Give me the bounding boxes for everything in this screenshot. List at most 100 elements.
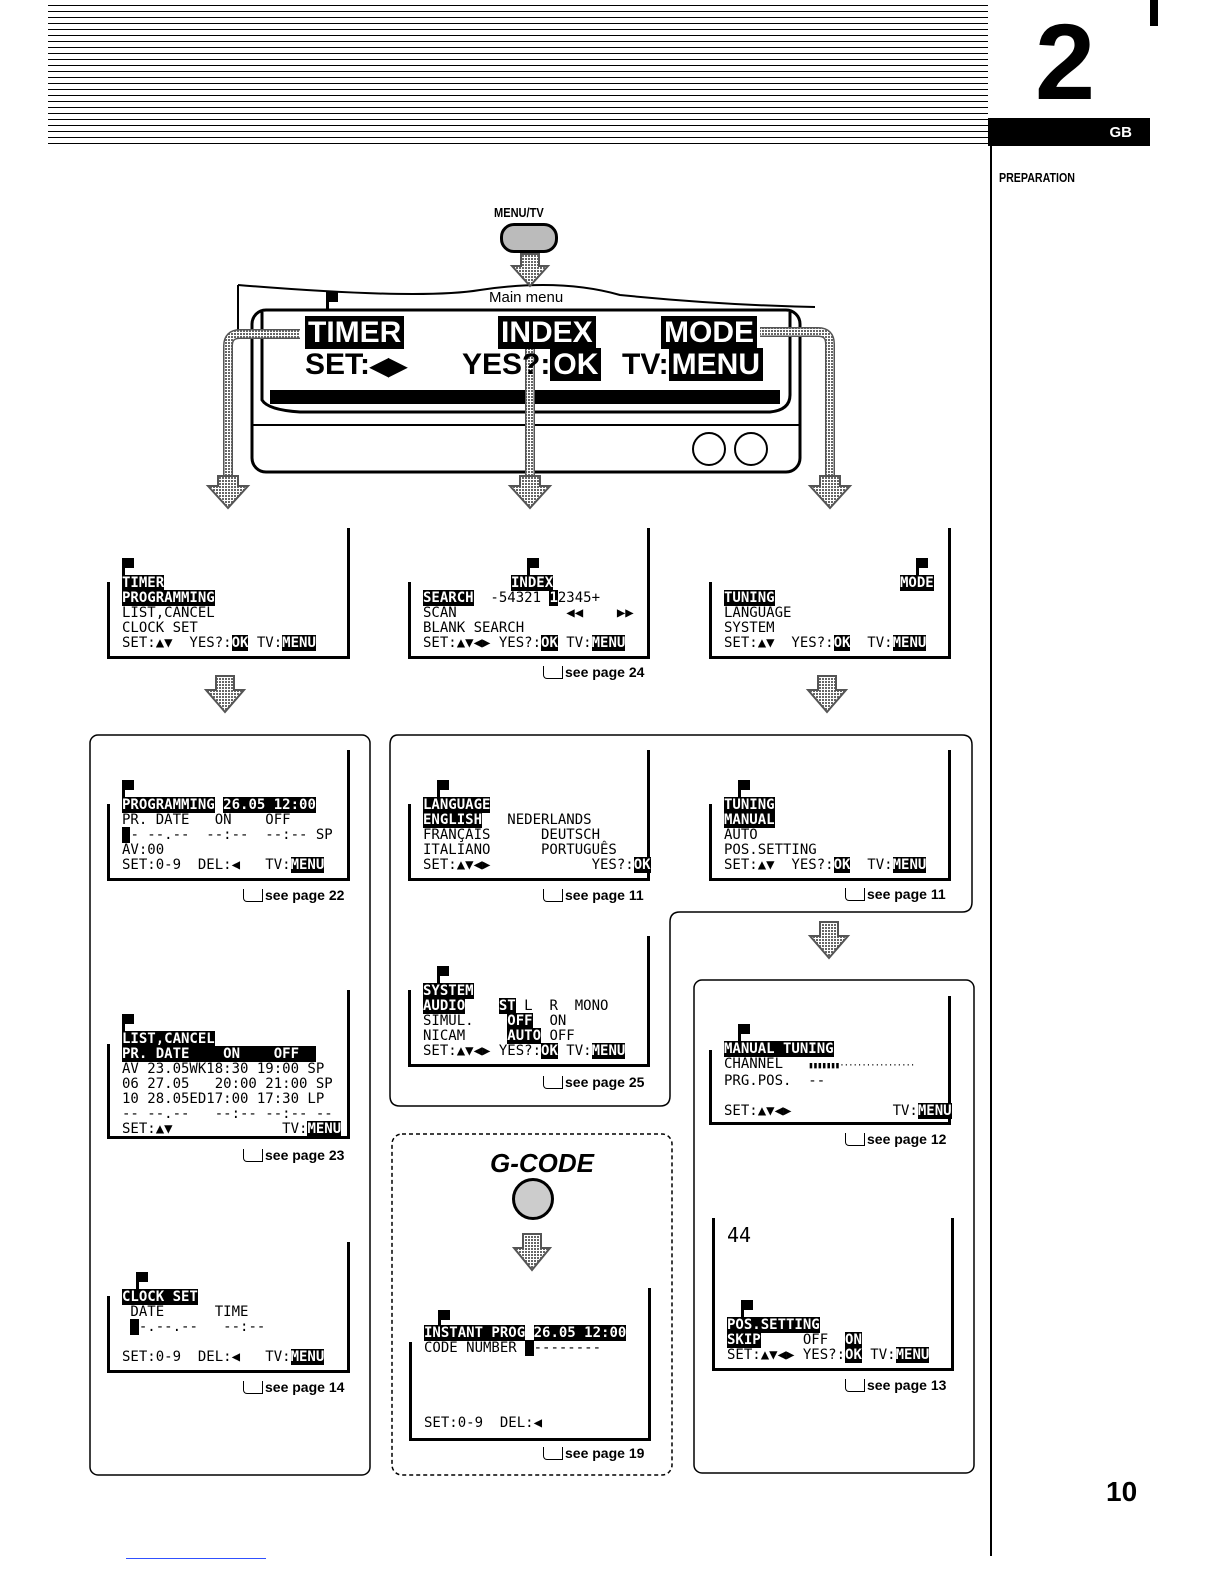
language-nederlands[interactable]: NEDERLANDS xyxy=(482,812,592,828)
skip-item[interactable]: SKIP xyxy=(727,1332,761,1348)
see-page-19[interactable]: see page 19 xyxy=(543,1445,644,1461)
see-page-11b[interactable]: see page 11 xyxy=(845,886,946,902)
gcode-label: G-CODE xyxy=(490,1148,594,1178)
list-cancel-title: LIST,CANCEL xyxy=(122,1031,215,1047)
pointing-hand-icon xyxy=(543,1447,563,1460)
menu-tv-button[interactable] xyxy=(500,223,558,253)
menu-key: MENU xyxy=(282,635,316,651)
menu-key: MENU xyxy=(290,1349,325,1365)
language-screen: LANGUAGE ENGLISH NEDERLANDS FRANÇAIS DEU… xyxy=(408,750,651,881)
timer-item-programming[interactable]: PROGRAMMING xyxy=(122,590,215,606)
see-page-23[interactable]: see page 23 xyxy=(243,1147,344,1163)
mode-osd: TUNING LANGUAGE SYSTEM SET:▲▼ YES?:OK TV… xyxy=(724,590,927,651)
system-audio[interactable]: AUDIO xyxy=(423,998,466,1014)
timer-item-clock-set[interactable]: CLOCK SET xyxy=(122,620,198,636)
timer-item-list-cancel[interactable]: LIST,CANCEL xyxy=(122,605,215,621)
language-english[interactable]: ENGLISH xyxy=(423,812,483,828)
tv-mode[interactable]: MODE xyxy=(661,316,757,349)
code-number-label: CODE NUMBER xyxy=(424,1340,526,1356)
channel-bar[interactable]: ▮▮▮▮▮▮▮················· xyxy=(808,1061,915,1071)
mode-item-language[interactable]: LANGUAGE xyxy=(724,605,792,621)
tuning-auto[interactable]: AUTO xyxy=(724,827,758,843)
tv-set-label: SET: xyxy=(305,348,371,381)
table-row[interactable]: 10 28.05ED17:00 17:30 LP xyxy=(122,1091,325,1107)
system-nicam[interactable]: NICAM xyxy=(423,1028,508,1044)
tv-osd: TIMER xyxy=(305,316,405,349)
pos-setting-osd: POS.SETTING SKIP OFF ON SET:▲▼◀▶ YES?:OK… xyxy=(727,1317,930,1363)
index-osd: SEARCH -54321 12345+ SCAN ◀◀ ▶▶ BLANK SE… xyxy=(423,590,634,651)
flag-icon xyxy=(122,558,134,576)
mode-screen: MODE TUNING LANGUAGE SYSTEM SET:▲▼ YES?:… xyxy=(709,528,951,659)
clock-set-values[interactable]: -.--.-- --:-- xyxy=(138,1319,266,1335)
footer-line xyxy=(126,1558,266,1559)
tv-key-label: TV: xyxy=(557,1043,592,1059)
ok-key: OK xyxy=(845,1347,862,1363)
list-cancel-header: PR. DATE ON OFF xyxy=(122,1046,316,1062)
pointing-hand-icon xyxy=(243,1381,263,1394)
prg-pos[interactable]: PRG.POS. -- xyxy=(724,1073,826,1089)
gcode-button[interactable] xyxy=(512,1178,554,1220)
language-row[interactable]: ITALIANO PORTUGUÊS xyxy=(423,842,617,858)
mode-title-wrap: MODE xyxy=(900,575,934,591)
table-row[interactable]: -- --.-- --:-- --:-- -- xyxy=(122,1106,333,1122)
see-text: see page 13 xyxy=(867,1377,947,1393)
tv-yes-label: YES?: xyxy=(462,348,551,381)
index-item-search[interactable]: SEARCH xyxy=(423,590,474,606)
tv-timer[interactable]: TIMER xyxy=(305,316,405,349)
tv-ok[interactable]: OK xyxy=(550,348,602,381)
language-osd: LANGUAGE ENGLISH NEDERLANDS FRANÇAIS DEU… xyxy=(423,797,651,873)
instant-footer: SET:0-9 DEL:◀ xyxy=(424,1415,543,1431)
position-number: 44 xyxy=(727,1223,752,1247)
system-simul[interactable]: SIMUL. xyxy=(423,1013,508,1029)
audio-st[interactable]: ST xyxy=(498,998,516,1014)
timer-osd: TIMER PROGRAMMING LIST,CANCEL CLOCK SET … xyxy=(122,575,316,651)
tv-index[interactable]: INDEX xyxy=(498,316,596,349)
nicam-off[interactable]: OFF xyxy=(541,1028,575,1044)
header-stripes xyxy=(48,0,988,148)
code-number-field[interactable]: -------- xyxy=(533,1340,602,1356)
pointing-hand-icon xyxy=(845,888,865,901)
see-page-11[interactable]: see page 11 xyxy=(543,887,644,903)
see-page-13[interactable]: see page 13 xyxy=(845,1377,946,1393)
audio-options[interactable]: L R MONO xyxy=(515,998,609,1014)
see-page-14[interactable]: see page 14 xyxy=(243,1379,344,1395)
pointing-hand-icon xyxy=(845,1379,865,1392)
list-cancel-footer: SET:▲▼ TV: xyxy=(122,1121,308,1137)
see-page-24[interactable]: see page 24 xyxy=(543,664,644,680)
cursor: 1 xyxy=(549,590,558,606)
mode-item-tuning[interactable]: TUNING xyxy=(724,590,775,606)
tv-menu[interactable]: MENU xyxy=(668,348,764,381)
index-footer: SET:▲▼◀▶ YES?: xyxy=(423,635,542,651)
pointing-hand-icon xyxy=(543,1076,563,1089)
simul-on[interactable]: ON xyxy=(532,1013,567,1029)
table-row[interactable]: 06 27.05 20:00 21:00 SP xyxy=(122,1076,333,1092)
nicam-auto[interactable]: AUTO xyxy=(507,1028,542,1044)
pointing-hand-icon xyxy=(845,1133,865,1146)
see-page-25[interactable]: see page 25 xyxy=(543,1074,644,1090)
skip-on[interactable]: ON xyxy=(845,1332,862,1348)
see-page-22[interactable]: see page 22 xyxy=(243,887,344,903)
menu-key: MENU xyxy=(895,1347,930,1363)
index-item-blank-search[interactable]: BLANK SEARCH xyxy=(423,620,525,636)
pointing-hand-icon xyxy=(243,1149,263,1162)
cursor xyxy=(130,1319,139,1335)
programming-row[interactable]: - --.-- --:-- --:-- SP xyxy=(130,827,333,843)
table-row[interactable]: AV 23.05WK18:30 19:00 SP xyxy=(122,1061,325,1077)
ok-key: OK xyxy=(633,857,651,873)
skip-off[interactable]: OFF xyxy=(760,1332,846,1348)
programming-footer: SET:0-9 DEL:◀ TV: xyxy=(122,857,291,873)
tuning-pos-setting[interactable]: POS.SETTING xyxy=(724,842,817,858)
tv-arrows: ◀▶ xyxy=(370,353,407,380)
menu-key: MENU xyxy=(591,635,626,651)
tuning-manual[interactable]: MANUAL xyxy=(724,812,775,828)
tuning-footer: SET:▲▼ YES?: xyxy=(724,857,834,873)
see-page-12[interactable]: see page 12 xyxy=(845,1131,946,1147)
timer-screen: TIMER PROGRAMMING LIST,CANCEL CLOCK SET … xyxy=(107,528,350,659)
mode-item-system[interactable]: SYSTEM xyxy=(724,620,775,636)
search-values: -54321 xyxy=(473,590,550,606)
tv-key-label: TV: xyxy=(557,635,592,651)
pos-setting-screen: 44 POS.SETTING SKIP OFF ON SET:▲▼◀▶ YES?… xyxy=(712,1218,954,1371)
index-item-scan[interactable]: SCAN ◀◀ ▶▶ xyxy=(423,605,634,621)
language-row[interactable]: FRANÇAIS DEUTSCH xyxy=(423,827,601,843)
simul-off[interactable]: OFF xyxy=(507,1013,533,1029)
